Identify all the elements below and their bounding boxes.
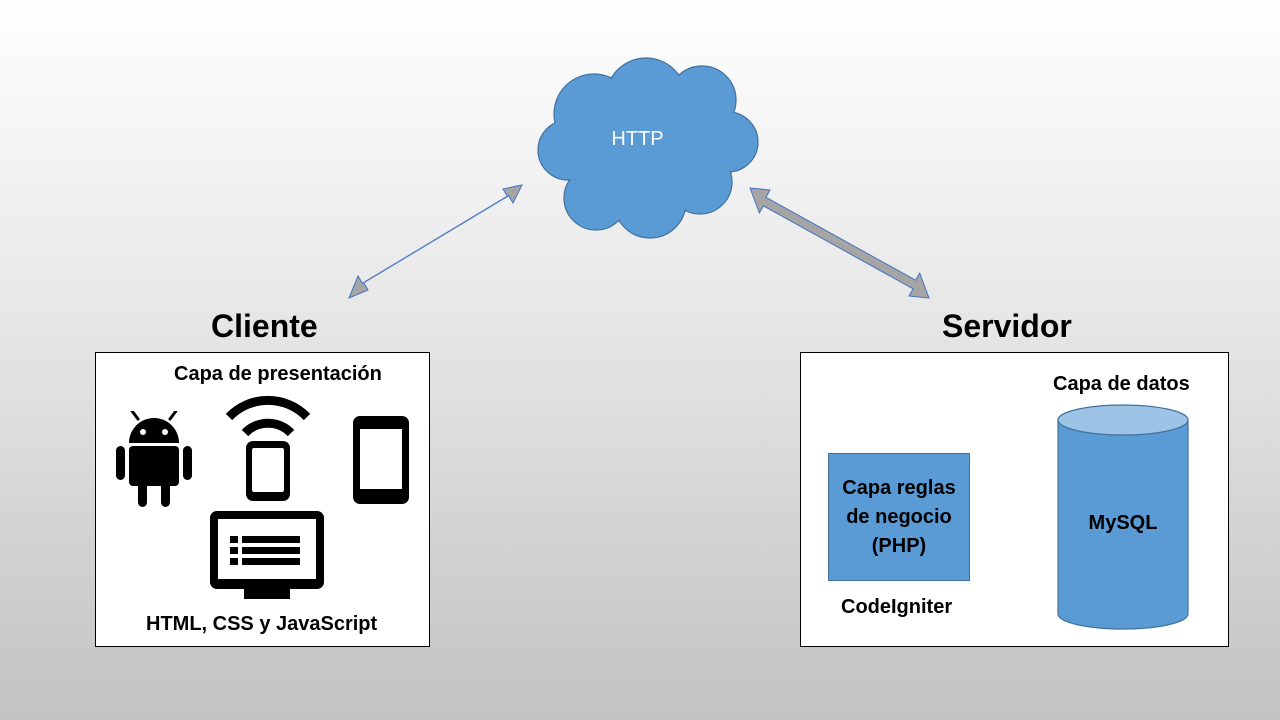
server-title: Servidor [942, 308, 1072, 344]
codeigniter-label: CodeIgniter [841, 596, 953, 618]
mysql-label: MySQL [1088, 512, 1158, 534]
presentation-layer-label: Capa de presentación [174, 363, 382, 385]
business-logic-line2: de negocio [846, 505, 952, 528]
tablet-icon [353, 416, 409, 504]
http-cloud-icon [537, 57, 759, 239]
business-logic-line3: (PHP) [871, 534, 927, 557]
data-layer-label: Capa de datos [1053, 373, 1190, 395]
client-title: Cliente [211, 308, 318, 344]
wireless-phone-icon [225, 395, 311, 501]
server-http-arrow [749, 187, 930, 299]
http-label: HTTP [611, 128, 664, 150]
business-logic-line1: Capa reglas [842, 476, 956, 499]
monitor-icon [210, 511, 324, 599]
database-cylinder-icon [1057, 404, 1189, 630]
business-logic-box: Capa reglas de negocio (PHP) [828, 453, 970, 581]
technologies-label: HTML, CSS y JavaScript [146, 613, 378, 635]
android-icon [116, 411, 192, 507]
client-http-arrow [348, 184, 523, 299]
client-box: Capa de presentación HTML, CSS y [95, 352, 430, 647]
